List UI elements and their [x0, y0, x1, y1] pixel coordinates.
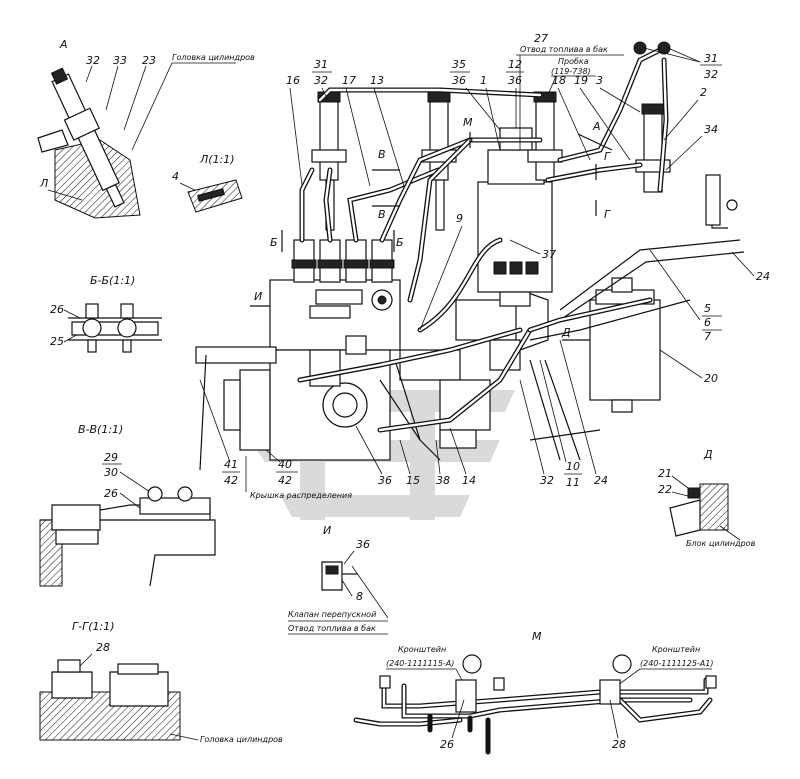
mark-g-bottom: Г — [604, 208, 611, 221]
view-a: А 32 33 23 Головка цилиндров Л — [37, 38, 255, 219]
view-gg-label-28: 28 — [96, 641, 110, 654]
note-plug-code: (119-738) — [551, 67, 591, 76]
main-assembly: М А В В Б Б Г Г И Д Отвод топлива в бак … — [195, 32, 770, 500]
callout-37: 37 — [542, 248, 556, 261]
view-vv-label-29: 29 — [104, 451, 118, 464]
callout-5: 5 — [704, 302, 711, 315]
callout-34: 34 — [704, 123, 718, 136]
callout-31: 31 — [314, 58, 328, 71]
callout-42-b: 42 — [278, 474, 292, 487]
note-plug: Пробка — [558, 57, 589, 66]
view-m-bracket1-label: Кронштейн — [398, 645, 446, 654]
callout-7: 7 — [704, 330, 711, 343]
fine-filter — [477, 181, 553, 293]
callout-12: 12 — [508, 58, 522, 71]
callout-38: 38 — [436, 474, 450, 487]
callout-11: 11 — [566, 476, 580, 489]
callout-40: 40 — [278, 458, 292, 471]
view-a-marker: Л — [39, 177, 48, 190]
view-m-bracket2-code: (240-1111125-А1) — [640, 659, 713, 668]
callout-16: 16 — [286, 74, 300, 87]
view-i-label-36: 36 — [356, 538, 370, 551]
view-a-note-cylinder-head: Головка цилиндров — [172, 53, 255, 62]
callout-35: 35 — [452, 58, 466, 71]
coarse-filter — [589, 299, 661, 401]
view-bb-title: Б-Б(1:1) — [90, 274, 135, 287]
view-i-note-fuel-return: Отвод топлива в бак — [288, 624, 376, 633]
view-l: Л(1:1) 4 — [172, 153, 243, 213]
callout-36-top: 36 — [452, 74, 466, 87]
view-a-label-23: 23 — [142, 54, 156, 67]
view-m-label-26: 26 — [440, 738, 454, 751]
mark-d: Д — [561, 326, 571, 339]
view-m: М Кронштейн (240-1111115-А) Кронштейн (2… — [353, 630, 717, 755]
view-m-bracket1-code: (240-1111115-А) — [386, 659, 454, 668]
callout-3: 3 — [596, 74, 603, 87]
mark-m: М — [463, 116, 473, 129]
callout-24-bottom: 24 — [594, 474, 608, 487]
view-d-label-21: 21 — [658, 467, 672, 480]
view-gg-title: Г-Г(1:1) — [72, 620, 115, 633]
callout-10: 10 — [566, 460, 580, 473]
callout-15: 15 — [406, 474, 420, 487]
callout-9: 9 — [456, 212, 463, 225]
view-v-v: В-В(1:1) 29 30 26 — [39, 423, 216, 587]
note-fuel-return: Отвод топлива в бак — [520, 45, 608, 54]
callout-20: 20 — [704, 372, 718, 385]
callout-36: 36 — [508, 74, 522, 87]
view-d-note-block: Блок цилиндров — [686, 539, 756, 548]
view-vv-label-26: 26 — [104, 487, 118, 500]
callout-18: 18 — [552, 74, 566, 87]
callout-32-top: 32 — [704, 68, 718, 81]
callout-32: 32 — [314, 74, 328, 87]
view-i-note-relief-valve: Клапан перепускной — [288, 610, 376, 619]
view-i-title: И — [323, 524, 331, 537]
callout-41: 41 — [224, 458, 238, 471]
view-l-label-4: 4 — [172, 170, 179, 183]
callout-6: 6 — [704, 316, 711, 329]
callout-1: 1 — [480, 74, 487, 87]
view-vv-title: В-В(1:1) — [78, 423, 123, 436]
view-g-g: Г-Г(1:1) 28 Головка цилиндров — [39, 620, 283, 744]
mark-g-top: Г — [604, 150, 611, 163]
view-b-b: Б-Б(1:1) 26 25 — [50, 274, 162, 353]
view-i-label-8: 8 — [356, 590, 363, 603]
view-a-title: А — [59, 38, 68, 51]
view-a-label-32: 32 — [86, 54, 100, 67]
callout-42: 42 — [224, 474, 238, 487]
view-i: И 36 8 Клапан перепускной Отвод топлива … — [288, 524, 389, 635]
callout-2: 2 — [700, 86, 707, 99]
mark-i: И — [254, 290, 262, 303]
view-d-title: Д — [703, 448, 713, 461]
view-d: Д 21 22 Блок цилиндров — [658, 448, 756, 548]
mark-b-left: Б — [270, 236, 278, 249]
view-bb-label-26: 26 — [50, 303, 64, 316]
view-vv-label-30: 30 — [104, 466, 118, 479]
callout-17: 17 — [342, 74, 356, 87]
view-bb-label-25: 25 — [50, 335, 64, 348]
callout-32-bottom: 32 — [540, 474, 554, 487]
callout-19: 19 — [574, 74, 588, 87]
mark-b-right: Б — [396, 236, 404, 249]
note-gear-cover: Крышка распределения — [250, 491, 352, 500]
mark-v-top: В — [378, 148, 386, 161]
view-d-label-22: 22 — [658, 483, 672, 496]
callout-27: 27 — [534, 32, 548, 45]
view-m-bracket2-label: Кронштейн — [652, 645, 700, 654]
mark-a: А — [592, 120, 601, 133]
view-m-title: М — [532, 630, 542, 643]
view-l-title: Л(1:1) — [199, 153, 235, 166]
gear-cover — [239, 369, 271, 451]
view-a-label-33: 33 — [113, 54, 127, 67]
callout-14: 14 — [462, 474, 476, 487]
callout-13: 13 — [370, 74, 384, 87]
view-m-label-28: 28 — [612, 738, 626, 751]
callout-31-top: 31 — [704, 52, 718, 65]
callout-36-bottom: 36 — [378, 474, 392, 487]
view-gg-note-cylinder-head: Головка цилиндров — [200, 735, 283, 744]
mark-v-bottom: В — [378, 208, 386, 221]
callout-24-right: 24 — [756, 270, 770, 283]
